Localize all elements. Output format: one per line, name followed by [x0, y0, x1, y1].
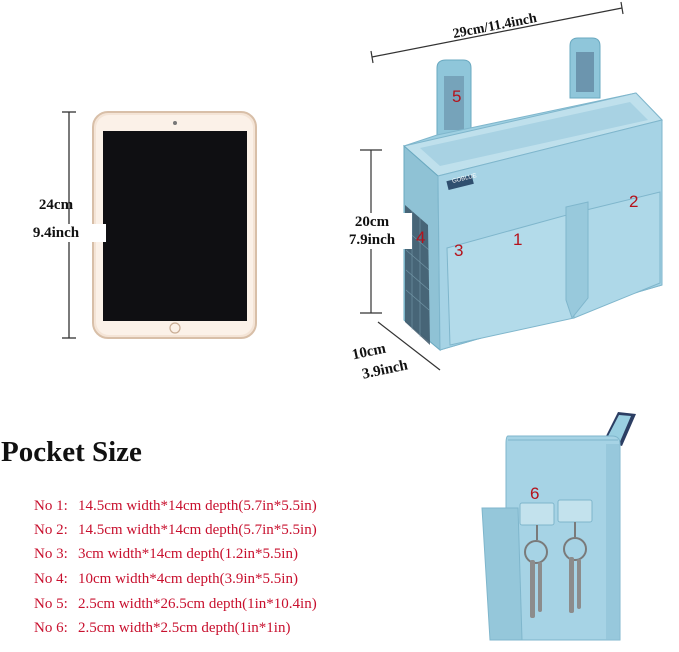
pocket-row-no: No 1: [34, 498, 68, 514]
pocket-row-desc: 14.5cm width*14cm depth(5.7in*5.5in) [78, 522, 317, 538]
key-right [569, 557, 574, 613]
pocket-row-no: No 2: [34, 522, 68, 538]
pocket-row-2: No 2: 14.5cm width*14cm depth(5.7in*5.5in… [34, 522, 317, 539]
pocket-row-1: No 1: 14.5cm width*14cm depth(5.7in*5.5in… [34, 498, 317, 515]
key-ring-left [524, 540, 548, 564]
side-pocket [481, 507, 523, 641]
marker-1: 1 [513, 230, 523, 249]
marker-6: 6 [530, 484, 540, 503]
pocket-row-no: No 6: [34, 620, 68, 636]
strap-right [569, 37, 601, 99]
pocket-row-5: No 5: 2.5cm width*26.5cm depth(1in*10.4in… [34, 596, 317, 613]
tablet-camera [173, 121, 177, 125]
marker-4: 4 [416, 228, 426, 247]
pocket-row-desc: 2.5cm width*26.5cm depth(1in*10.4in) [78, 596, 317, 612]
marker-5: 5 [452, 87, 462, 106]
pocket-row-4: No 4: 10cm width*4cm depth(3.9in*5.5in) [34, 571, 298, 588]
pocket-row-no: No 3: [34, 546, 68, 562]
brand-tag [446, 174, 474, 190]
tablet-height-cm: 24cm [38, 197, 74, 213]
depth-dimension-line [377, 321, 441, 371]
tablet-height-in: 9.4inch [6, 224, 106, 242]
hook-tab-right [557, 499, 593, 523]
height-in-text: 7.9inch [332, 231, 412, 249]
pocket-row-6: No 6: 2.5cm width*2.5cm depth(1in*1in) [34, 620, 290, 637]
pocket-row-no: No 5: [34, 596, 68, 612]
pen-pocket [565, 201, 589, 320]
marker-3: 3 [454, 241, 464, 260]
tablet-home-button [169, 322, 181, 334]
strap-left [436, 59, 472, 136]
pocket-row-desc: 14.5cm width*14cm depth(5.7in*5.5in) [78, 498, 317, 514]
key-ring-right [563, 537, 587, 561]
hook-tab-left [519, 502, 555, 526]
marker-2: 2 [629, 192, 639, 211]
pocket-row-3: No 3: 3cm width*14cm depth(1.2in*5.5in) [34, 546, 298, 563]
tablet-screen [103, 131, 247, 321]
pocket-row-desc: 10cm width*4cm depth(3.9in*5.5in) [78, 571, 298, 587]
key-left [530, 560, 535, 618]
pocket-row-desc: 3cm width*14cm depth(1.2in*5.5in) [78, 546, 298, 562]
height-cm-text: 20cm [332, 213, 412, 231]
pocket-row-no: No 4: [34, 571, 68, 587]
width-dimension-line [371, 7, 623, 58]
side-body [505, 435, 621, 641]
pocket-row-desc: 2.5cm width*2.5cm depth(1in*1in) [78, 620, 291, 636]
pocket-size-title: Pocket Size [1, 436, 142, 468]
